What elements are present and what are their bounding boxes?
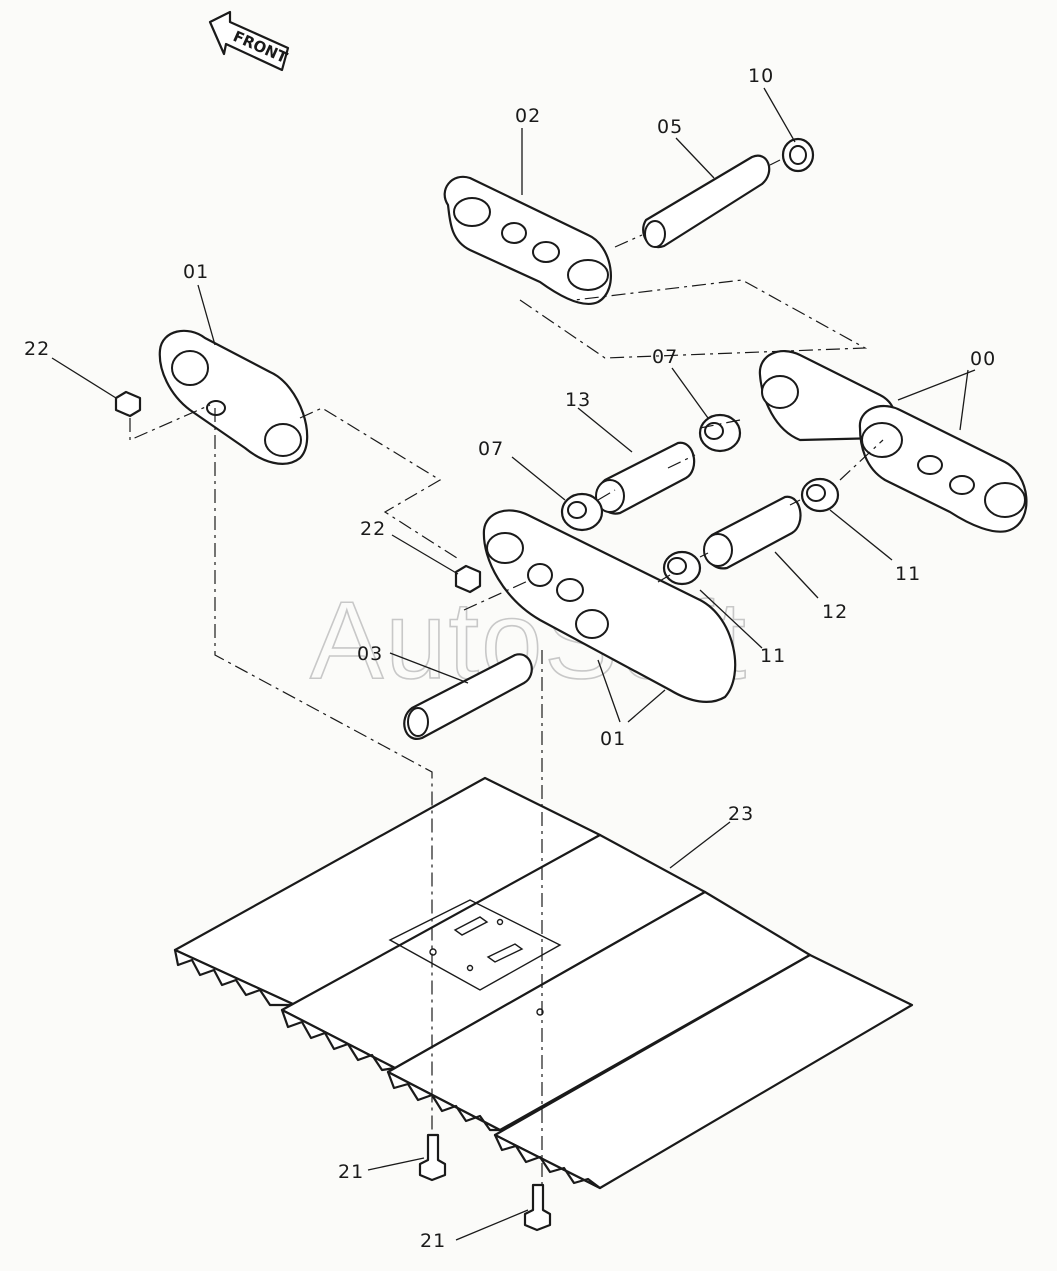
callout-03: 03 [357, 643, 383, 665]
bushing-12 [703, 495, 802, 570]
bushing-13 [595, 441, 696, 515]
nut-22-mid [454, 564, 482, 594]
track-shoe-assembly [173, 776, 914, 1190]
callout-11-right: 11 [895, 563, 921, 585]
callout-21-upper: 21 [338, 1161, 364, 1183]
callout-00: 00 [970, 348, 996, 370]
snap-ring-10 [781, 137, 815, 173]
callout-13: 13 [565, 389, 591, 411]
seal-11-right [800, 477, 840, 513]
bolt-21-upper [418, 1133, 447, 1182]
callout-07-left: 07 [478, 438, 504, 460]
seal-11-left [662, 550, 702, 586]
callout-23: 23 [728, 803, 754, 825]
callout-labels: 00 01 01 02 03 05 07 07 10 11 11 12 13 2… [24, 65, 996, 1252]
bolt-21-lower [523, 1183, 552, 1232]
callout-07-right: 07 [652, 346, 678, 368]
link-00-front [858, 405, 1028, 533]
nut-22-upper [114, 390, 142, 418]
callout-11-left: 11 [760, 645, 786, 667]
callout-02: 02 [515, 105, 541, 127]
pin-05 [642, 154, 771, 249]
pin-03 [403, 653, 533, 740]
front-label: FRONT [230, 27, 290, 67]
callout-01-top: 01 [183, 261, 209, 283]
front-arrow-icon: FRONT [208, 10, 291, 72]
callout-22-mid: 22 [360, 518, 386, 540]
seal-07-right [698, 413, 742, 453]
link-01-center [482, 509, 737, 704]
callout-10: 10 [748, 65, 774, 87]
callout-22-top: 22 [24, 338, 50, 360]
leader-lines [51, 87, 976, 1241]
callout-01-bottom: 01 [600, 728, 626, 750]
callout-21-lower: 21 [420, 1230, 446, 1252]
link-02 [443, 175, 612, 306]
callout-12: 12 [822, 601, 848, 623]
seal-07-left [560, 492, 604, 532]
callout-05: 05 [657, 116, 683, 138]
link-01-upper [158, 329, 309, 465]
assembly-lines [129, 159, 884, 1185]
